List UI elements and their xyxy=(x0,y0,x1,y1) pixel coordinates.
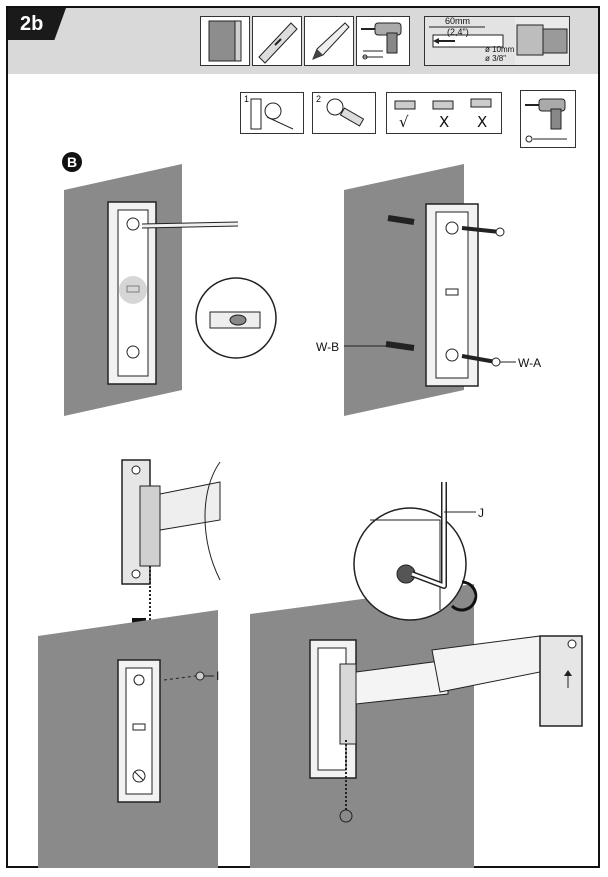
screwdriver-drill-icon xyxy=(520,90,576,148)
hex-key-label: J xyxy=(478,506,484,520)
wood-screw-upper xyxy=(461,226,501,234)
mount-plate-hole xyxy=(567,639,577,649)
prep-step-2-number: 2 xyxy=(316,94,322,104)
screw-head-upper xyxy=(495,227,505,237)
pencil-graphic xyxy=(312,22,350,60)
lower-hole xyxy=(445,348,459,362)
prep-step-2: 2 xyxy=(312,92,376,134)
center-slot xyxy=(132,723,146,731)
plate-hole-top xyxy=(131,465,141,475)
prep-step-1: 1 xyxy=(240,92,304,134)
lower-hole xyxy=(126,345,140,359)
plug-depth-graphic xyxy=(394,98,492,110)
screw-head-lower xyxy=(491,357,501,367)
upper-hole xyxy=(445,221,459,235)
center-slot xyxy=(445,288,459,296)
upper-screw xyxy=(133,674,145,686)
hex-key-highlight xyxy=(411,482,446,588)
arm-segment-inner xyxy=(355,659,449,705)
arm-break-line xyxy=(204,461,221,581)
step-number-tab: 2b xyxy=(8,8,66,40)
level-graphic xyxy=(258,22,298,64)
check-mark-icon: √ xyxy=(399,113,409,131)
drill-graphic xyxy=(361,22,402,60)
mark-holes-panel xyxy=(64,164,277,416)
mark-hole-graphic xyxy=(250,98,294,130)
wall-plug-upper xyxy=(387,215,415,225)
arm-segment xyxy=(159,481,221,531)
wood-screw-lower xyxy=(461,354,497,364)
bolt-part xyxy=(195,671,205,681)
fasten-plate-panel xyxy=(344,164,516,416)
screw-slot xyxy=(134,771,144,781)
tighten-bolt-panel xyxy=(250,482,583,868)
wall-plug-label: W-B xyxy=(316,340,340,354)
drill-depth-diagram: 60mm (2,4") ø 10mm ø 3/8" xyxy=(424,16,570,66)
upper-hole xyxy=(126,217,140,231)
hang-arm-panel xyxy=(38,459,221,868)
section-marker: B xyxy=(62,152,82,172)
bolt-label: I xyxy=(216,669,220,683)
cross-mark-icon: X xyxy=(439,113,450,131)
cross-mark-icon: X xyxy=(477,113,488,131)
insert-plug-graphic xyxy=(326,98,365,127)
slot-highlight xyxy=(119,276,147,304)
level-icon xyxy=(252,16,302,66)
pencil-marker-highlight xyxy=(141,222,239,228)
wall-plug-lower xyxy=(385,341,415,351)
drill-icon xyxy=(356,16,410,66)
wall-surface xyxy=(250,584,474,868)
wall-panel-graphic xyxy=(208,20,242,62)
drill-depth-graphic xyxy=(425,17,568,65)
plug-depth-check: √ X X xyxy=(386,92,502,134)
arm-hinge xyxy=(139,485,161,567)
tv-mount-plate xyxy=(539,635,583,727)
drill-depth-in: (2,4") xyxy=(447,27,469,37)
drill-diameter-mm: ø 10mm xyxy=(485,45,515,54)
plate-hole-bottom xyxy=(131,569,141,579)
cable-loop xyxy=(339,809,353,823)
arm-hinge xyxy=(339,663,357,745)
wood-screw-label: W-A xyxy=(518,356,542,370)
wall-panel-icon xyxy=(200,16,250,66)
pencil-icon xyxy=(304,16,354,66)
zoom-bracket-edge xyxy=(370,519,441,610)
hex-key-zoom-callout xyxy=(353,507,467,621)
drill-diameter-in: ø 3/8" xyxy=(485,54,507,63)
prep-step-1-number: 1 xyxy=(244,94,250,104)
drill-depth-mm: 60mm xyxy=(445,16,471,26)
zoomed-slot-hole xyxy=(229,314,247,326)
screwdriver-drill-graphic xyxy=(525,98,567,143)
rotate-arrow-icon xyxy=(450,580,478,612)
up-arrow-head xyxy=(564,670,572,676)
bolt-guide-line xyxy=(163,675,197,681)
